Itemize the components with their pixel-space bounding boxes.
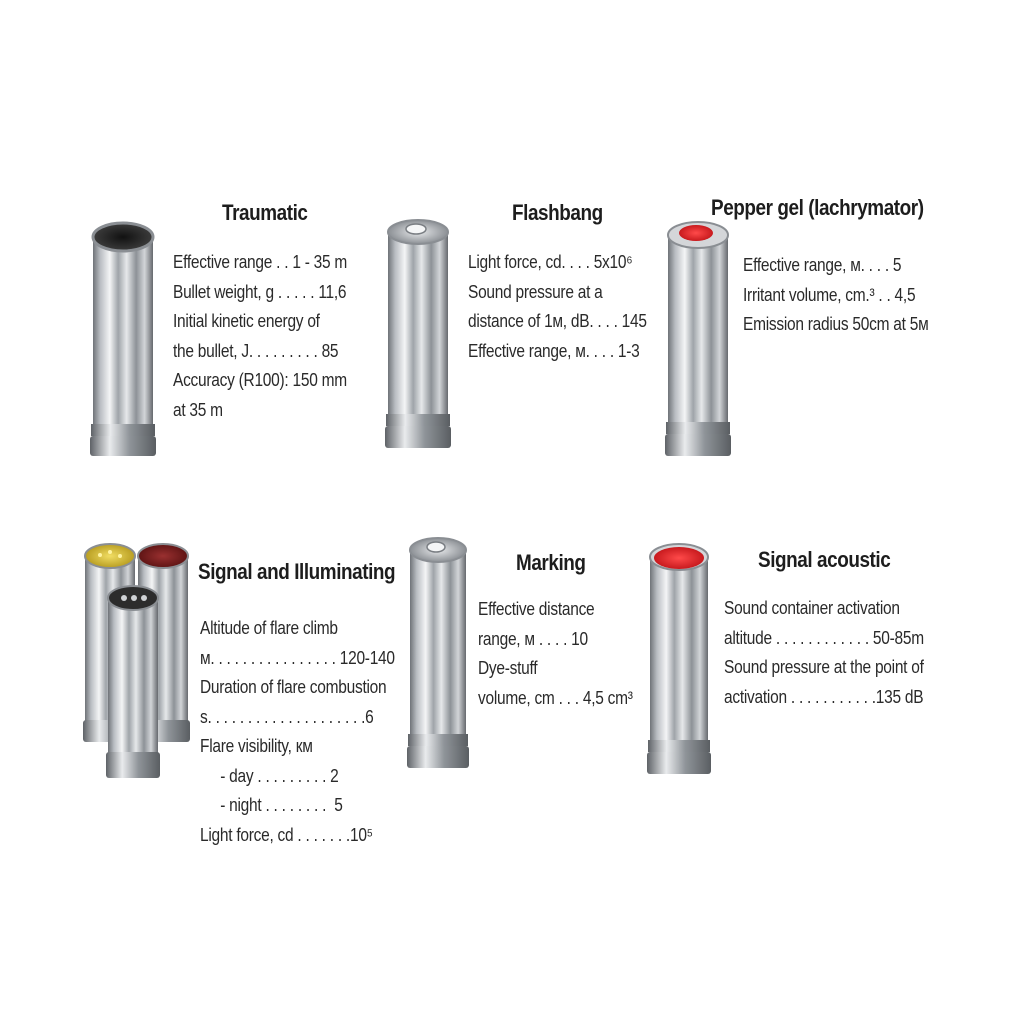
spec-line: s. . . . . . . . . . . . . . . . . . . .… <box>200 706 374 727</box>
marking-title: Marking <box>516 550 586 575</box>
traumatic-specs: Effective range . . 1 - 35 m Bullet weig… <box>173 248 347 425</box>
spec-line: Effective range, м. . . . 5 <box>743 255 902 275</box>
spec-line: Light force, cd. . . . 5x10⁶ <box>468 252 633 272</box>
spec-line: Sound pressure at a <box>468 281 603 302</box>
spec-line: Emission radius 50cm at 5м <box>743 314 929 334</box>
spec-line: Bullet weight, g . . . . . 11,6 <box>173 281 347 302</box>
spec-line: Effective range . . 1 - 35 m <box>173 252 348 272</box>
spec-line: Sound pressure at the point of <box>724 657 924 677</box>
spec-line: Initial kinetic energy of <box>173 311 320 331</box>
spec-line: activation . . . . . . . . . . .135 dB <box>724 686 924 707</box>
signal-illuminating-specs: Altitude of flare climb м. . . . . . . .… <box>200 614 395 850</box>
spec-line: Irritant volume, cm.³ . . 4,5 <box>743 284 916 305</box>
flashbang-title: Flashbang <box>512 200 603 225</box>
signal-acoustic-specs: Sound container activation altitude . . … <box>724 594 924 712</box>
spec-line: - day . . . . . . . . . 2 <box>200 765 339 786</box>
spec-line: Light force, cd . . . . . . .10⁵ <box>200 824 373 845</box>
spec-line: Dye-stuff <box>478 658 538 678</box>
spec-line: Duration of flare combustion <box>200 677 387 697</box>
traumatic-title: Traumatic <box>222 200 308 225</box>
pepper-gel-cartridge-icon <box>665 221 731 456</box>
spec-line: Flare visibility, км <box>200 736 313 756</box>
spec-line: Sound container activation <box>724 598 900 618</box>
spec-line: altitude . . . . . . . . . . . . 50-85m <box>724 627 924 648</box>
pepper-gel-specs: Effective range, м. . . . 5 Irritant vol… <box>743 251 929 340</box>
pepper-gel-title: Pepper gel (lachrymator) <box>711 195 924 220</box>
spec-line: - night . . . . . . . . 5 <box>200 795 343 815</box>
marking-specs: Effective distance range, м . . . . 10 D… <box>478 595 633 713</box>
spec-line: м. . . . . . . . . . . . . . . . 120-140 <box>200 647 395 668</box>
signal-illuminating-cartridges-icon <box>83 543 190 778</box>
marking-cartridge-icon <box>407 537 469 768</box>
dark-cartridge-icon <box>106 585 160 778</box>
signal-acoustic-cartridge-icon <box>647 543 711 774</box>
signal-illuminating-title: Signal and Illuminating <box>198 559 396 584</box>
spec-line: Accuracy (R100): 150 mm <box>173 370 347 390</box>
flashbang-cartridge-icon <box>385 219 451 448</box>
signal-acoustic-title: Signal acoustic <box>758 547 891 572</box>
spec-line: Effective range, м. . . . 1-3 <box>468 340 640 361</box>
traumatic-cartridge-icon <box>90 221 156 456</box>
spec-line: Effective distance <box>478 599 595 619</box>
spec-line: at 35 m <box>173 399 223 420</box>
spec-line: distance of 1м, dB. . . . 145 <box>468 311 647 331</box>
spec-line: the bullet, J. . . . . . . . . 85 <box>173 340 339 361</box>
spec-line: Altitude of flare climb <box>200 618 338 638</box>
flashbang-specs: Light force, cd. . . . 5x10⁶ Sound press… <box>468 248 647 366</box>
spec-line: range, м . . . . 10 <box>478 628 588 649</box>
spec-line: volume, cm . . . 4,5 cm³ <box>478 687 633 708</box>
